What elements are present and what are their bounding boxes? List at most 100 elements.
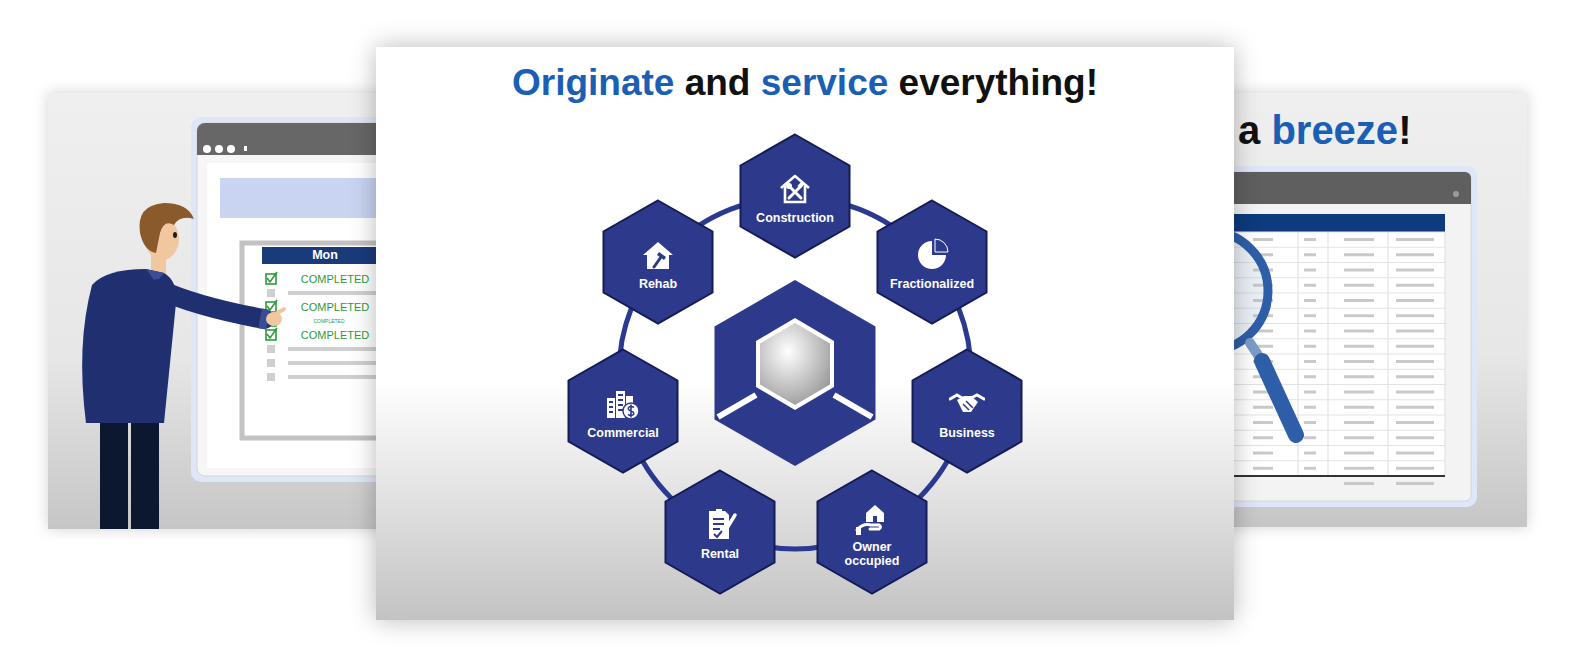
decoration bbox=[1396, 360, 1434, 363]
decoration bbox=[1396, 482, 1434, 485]
category-icon bbox=[949, 386, 985, 422]
decoration bbox=[1344, 406, 1374, 409]
decoration bbox=[1344, 238, 1374, 241]
category-icon bbox=[914, 237, 950, 273]
day-header bbox=[262, 247, 393, 264]
decoration bbox=[1396, 238, 1434, 241]
window-dot bbox=[215, 145, 223, 153]
decoration bbox=[856, 527, 861, 535]
gem bbox=[760, 323, 830, 405]
hub-hexagon bbox=[715, 280, 876, 466]
hexagon-content: Commercial bbox=[567, 348, 679, 474]
calendar-card bbox=[242, 243, 393, 438]
decoration bbox=[267, 300, 277, 310]
category-icon bbox=[854, 500, 890, 536]
decoration bbox=[628, 405, 634, 418]
decoration bbox=[1344, 345, 1374, 348]
hexagon-fill bbox=[666, 471, 775, 594]
left-slide: MonCOMPLETEDCOMPLETEDCOMPLETEDCOMPLETED bbox=[48, 93, 393, 529]
text-label: COMPLETED bbox=[309, 318, 349, 324]
slide-heading: a breeze! bbox=[1238, 106, 1518, 154]
decoration bbox=[1396, 375, 1434, 378]
node-label: Rehab bbox=[639, 277, 677, 291]
decoration bbox=[713, 519, 724, 529]
highlight-word: service bbox=[761, 62, 889, 103]
decoration bbox=[1396, 391, 1434, 394]
decoration bbox=[173, 232, 177, 238]
decoration bbox=[1304, 238, 1316, 241]
decoration bbox=[654, 257, 661, 267]
decoration bbox=[623, 403, 639, 419]
decoration bbox=[1344, 284, 1374, 287]
window-dot bbox=[227, 145, 235, 153]
decoration bbox=[1344, 467, 1374, 470]
hexagon-node: Rental bbox=[664, 469, 776, 595]
decoration bbox=[1253, 436, 1273, 439]
decoration bbox=[100, 411, 128, 529]
text-label: COMPLETED bbox=[290, 300, 380, 314]
decoration bbox=[1344, 360, 1374, 363]
category-icon bbox=[702, 507, 738, 543]
node-label: Fractionalized bbox=[890, 277, 974, 291]
decoration bbox=[1396, 314, 1434, 317]
decoration bbox=[786, 183, 792, 189]
decoration bbox=[1304, 314, 1316, 317]
decoration bbox=[1304, 345, 1316, 348]
decoration bbox=[709, 511, 729, 539]
decoration bbox=[1396, 345, 1434, 348]
decoration bbox=[158, 289, 264, 319]
window-dot bbox=[203, 145, 211, 153]
decoration bbox=[1253, 467, 1273, 470]
decoration bbox=[716, 509, 722, 514]
decoration bbox=[1396, 421, 1434, 424]
lock-icon bbox=[244, 146, 247, 151]
decoration bbox=[1304, 406, 1316, 409]
decoration bbox=[1253, 238, 1273, 241]
decoration bbox=[1304, 436, 1316, 439]
node-label: Rental bbox=[701, 547, 739, 561]
decoration bbox=[1304, 269, 1316, 272]
title-bar bbox=[197, 139, 393, 155]
hexagon-content: Business bbox=[911, 348, 1023, 474]
decoration bbox=[714, 531, 722, 537]
decoration bbox=[963, 401, 973, 410]
hexagon-content: Owner occupied bbox=[816, 469, 928, 595]
decoration bbox=[1396, 284, 1434, 287]
hexagon-fill bbox=[818, 471, 927, 594]
decoration bbox=[609, 395, 623, 412]
decoration bbox=[1304, 299, 1316, 302]
decoration bbox=[1396, 253, 1434, 256]
text-label: COMPLETED bbox=[290, 272, 380, 286]
decoration bbox=[1344, 452, 1374, 455]
empty-rows bbox=[267, 289, 393, 381]
decoration bbox=[1253, 452, 1273, 455]
title-bar bbox=[197, 123, 393, 155]
decoration bbox=[1396, 467, 1434, 470]
decoration bbox=[918, 241, 946, 269]
decoration bbox=[1304, 421, 1316, 424]
decoration bbox=[1344, 269, 1374, 272]
checkboxes bbox=[266, 272, 277, 340]
decoration bbox=[1344, 421, 1374, 424]
hexagon-fill bbox=[604, 201, 713, 324]
decoration bbox=[1396, 269, 1434, 272]
decoration bbox=[1396, 299, 1434, 302]
decoration bbox=[797, 181, 804, 188]
decoration bbox=[866, 505, 884, 522]
decoration bbox=[1304, 330, 1316, 333]
decoration bbox=[1253, 421, 1273, 424]
node-label: Owner occupied bbox=[828, 540, 916, 568]
category-icon bbox=[640, 237, 676, 273]
category-icon bbox=[605, 386, 641, 422]
hexagon-node: Commercial bbox=[567, 348, 679, 474]
decoration bbox=[1344, 330, 1374, 333]
decoration bbox=[724, 515, 735, 533]
hexagon-fill bbox=[913, 350, 1022, 473]
decoration bbox=[1304, 467, 1316, 470]
node-label: Business bbox=[939, 426, 995, 440]
decoration bbox=[1262, 361, 1296, 435]
category-icon bbox=[777, 171, 813, 207]
hexagon-node: Fractionalized bbox=[876, 199, 988, 325]
decoration bbox=[274, 309, 284, 315]
